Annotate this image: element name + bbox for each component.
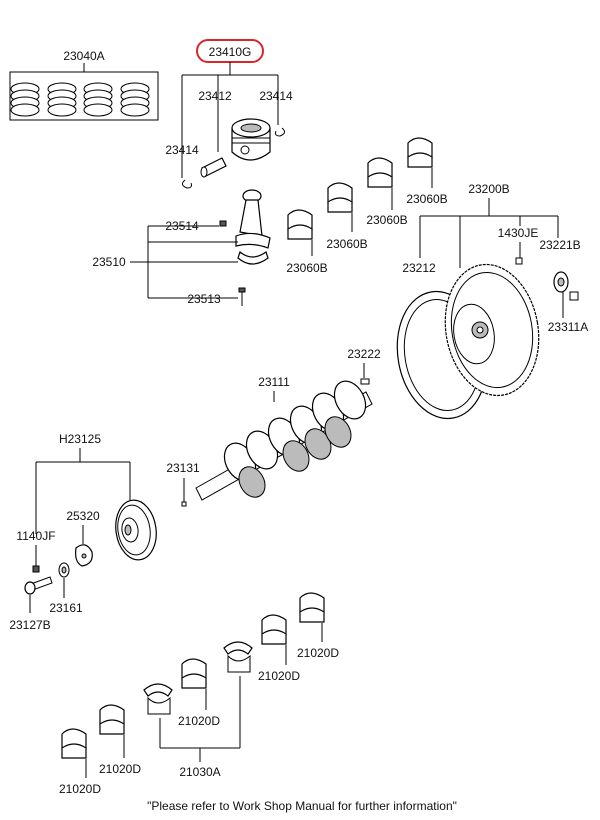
label-23311A: 23311A xyxy=(548,320,588,334)
label-23510: 23510 xyxy=(92,255,126,269)
footer-note: "Please refer to Work Shop Manual for fu… xyxy=(147,799,457,813)
label-23222: 23222 xyxy=(347,347,381,361)
label-23060B-3: 23060B xyxy=(366,213,407,227)
label-21020D-5: 21020D xyxy=(59,782,101,796)
piston-ring-set: 23040A xyxy=(9,49,159,121)
label-23161: 23161 xyxy=(49,601,83,615)
crankshaft: 23222 23111 23131 xyxy=(166,347,381,507)
piston-assembly: 23410G 23412 23414 23414 xyxy=(165,39,293,189)
label-H23125: H23125 xyxy=(59,432,101,446)
label-23200B: 23200B xyxy=(468,182,509,196)
label-25320: 25320 xyxy=(66,509,100,523)
conrod-bearings: 23060B 23060B 23060B 23060B xyxy=(286,137,448,275)
label-23514: 23514 xyxy=(165,219,199,233)
label-23410G: 23410G xyxy=(209,45,252,59)
label-23414-left: 23414 xyxy=(165,143,199,157)
label-23414-top: 23414 xyxy=(259,89,293,103)
label-23060B-4: 23060B xyxy=(406,192,447,206)
label-23060B-2: 23060B xyxy=(326,237,367,251)
label-23412: 23412 xyxy=(198,89,232,103)
label-23040A: 23040A xyxy=(63,49,104,63)
label-21020D-1: 21020D xyxy=(297,646,339,660)
label-23131: 23131 xyxy=(166,461,200,475)
label-21020D-3: 21020D xyxy=(178,714,220,728)
label-23060B-1: 23060B xyxy=(286,261,327,275)
label-21030A: 21030A xyxy=(179,765,220,779)
damper-pulley: H23125 25320 1140JF 23161 23127B xyxy=(9,432,157,632)
connecting-rod: 23514 23510 23513 xyxy=(92,189,271,306)
label-23111: 23111 xyxy=(258,375,290,389)
label-23212: 23212 xyxy=(402,261,436,275)
label-1140JF: 1140JF xyxy=(16,529,55,543)
label-23221B: 23221B xyxy=(539,238,580,252)
label-23513: 23513 xyxy=(187,292,221,306)
main-bearings: 21020D 21020D 21020D 21020D 21020D 21030… xyxy=(59,592,339,796)
label-1430JE: 1430JE xyxy=(498,226,539,240)
label-21020D-4: 21020D xyxy=(99,762,141,776)
label-21020D-2: 21020D xyxy=(258,669,300,683)
flywheel-assembly: 23200B 1430JE 23221B 23212 23311A xyxy=(396,182,588,420)
label-23127B: 23127B xyxy=(9,618,50,632)
